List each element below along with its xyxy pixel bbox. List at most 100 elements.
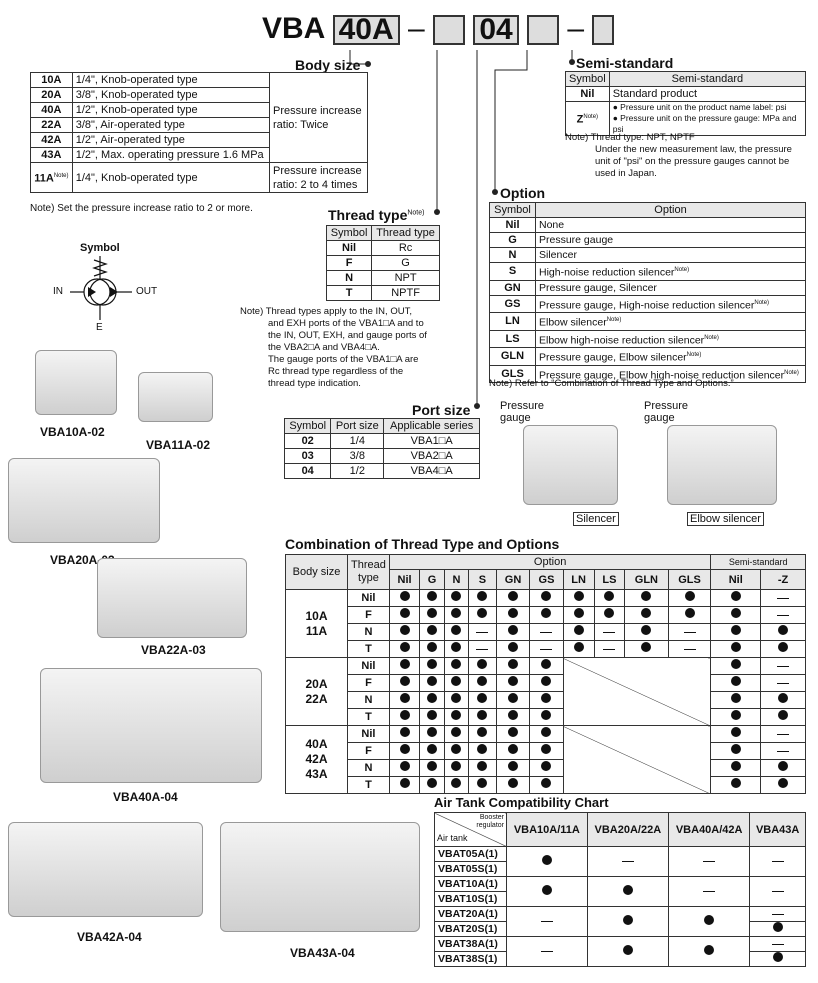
yes-dot [399, 676, 410, 686]
yes-dot [477, 608, 488, 618]
yes-dot [730, 693, 741, 703]
yes-dot [730, 744, 741, 754]
yes-dot [541, 608, 552, 618]
combo-title: Combination of Thread Type and Options [285, 536, 560, 552]
yes-dot [730, 727, 741, 737]
yes-dot [704, 914, 715, 925]
yes-dot [477, 659, 488, 669]
silencer-photo [523, 425, 618, 505]
yes-dot [730, 642, 741, 652]
yes-dot [604, 608, 615, 618]
yes-dot [508, 625, 519, 635]
yes-dot [541, 884, 552, 895]
tank-row: VBAT20A(1)VBAT20S(1) [434, 906, 806, 937]
body-size-desc: 1/2", Max. operating pressure 1.6 MPa [71, 147, 271, 163]
ratio-twice: Pressure increase ratio: Twice [269, 72, 368, 163]
no-dash [777, 665, 790, 667]
no-dash [703, 861, 716, 863]
combo-row: F [286, 606, 806, 624]
yes-dot [641, 625, 652, 635]
body-size-title: Body size [295, 57, 361, 73]
yes-dot [730, 761, 741, 771]
no-dash [540, 951, 553, 953]
yes-dot [730, 676, 741, 686]
yes-dot [778, 693, 789, 703]
connector-lines [349, 50, 575, 409]
combo-row: N [286, 623, 806, 641]
combo-row: N [286, 691, 806, 709]
body-size-symbol: 10A [30, 72, 73, 88]
prefix: VBA [262, 12, 325, 45]
yes-dot [399, 625, 410, 635]
yes-dot [684, 591, 695, 601]
yes-dot [399, 659, 410, 669]
yes-dot [730, 710, 741, 720]
yes-dot [730, 608, 741, 618]
no-dash [683, 648, 696, 650]
yes-dot [451, 693, 462, 703]
no-dash [777, 682, 790, 684]
vba22a-photo [97, 558, 247, 638]
option-title: Option [500, 185, 546, 201]
yes-dot [684, 608, 695, 618]
elbow-silencer-photo [667, 425, 777, 505]
yes-dot [641, 642, 652, 652]
body-size-symbol: 22A [30, 117, 73, 133]
pressure-gauge-label-1: Pressure gauge [500, 400, 545, 424]
yes-dot [451, 710, 462, 720]
port-title: Port size [412, 402, 471, 418]
yes-dot [573, 591, 584, 601]
yes-dot [730, 778, 741, 788]
yes-dot [399, 761, 410, 771]
body-size-note: Note) Set the pressure increase ratio to… [30, 203, 253, 214]
yes-dot [541, 744, 552, 754]
yes-dot [508, 693, 519, 703]
yes-dot [573, 608, 584, 618]
yes-dot [508, 608, 519, 618]
size-box: 40A [332, 15, 400, 46]
yes-dot [426, 625, 437, 635]
yes-dot [399, 710, 410, 720]
body-size-desc: 3/8", Knob-operated type [71, 87, 271, 103]
yes-dot [399, 744, 410, 754]
no-dash [777, 750, 790, 752]
yes-dot [541, 676, 552, 686]
yes-dot [426, 659, 437, 669]
body-size-symbol: 20A [30, 87, 73, 103]
yes-dot [573, 625, 584, 635]
yes-dot [641, 608, 652, 618]
yes-dot [477, 744, 488, 754]
yes-dot [541, 854, 552, 865]
symbol-in: IN [53, 286, 63, 297]
yes-dot [426, 761, 437, 771]
yes-dot [730, 625, 741, 635]
yes-dot [426, 608, 437, 618]
tank-row: VBAT10A(1)VBAT10S(1) [434, 876, 806, 907]
yes-dot [426, 676, 437, 686]
body-size-desc: 1/4", Knob-operated type [71, 162, 271, 193]
yes-dot [451, 608, 462, 618]
vba40a-caption: VBA40A-04 [113, 790, 178, 804]
option-note: Note) Refer to “Combination of Thread Ty… [489, 378, 734, 389]
yes-dot [541, 693, 552, 703]
yes-dot [477, 710, 488, 720]
vba43a-photo [220, 822, 420, 932]
yes-dot [399, 608, 410, 618]
combo-row: F [286, 674, 806, 692]
yes-dot [541, 591, 552, 601]
body-size-desc: 3/8", Air-operated type [71, 117, 271, 133]
